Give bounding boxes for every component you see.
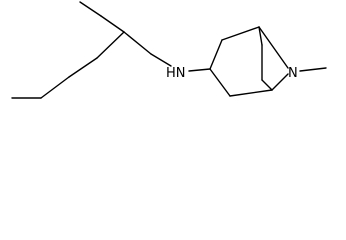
amine-nh-label: HN (166, 66, 186, 81)
bond-ethyl-ch2 (100, 15, 125, 33)
bond-c4-c5 (40, 76, 70, 99)
bond-branch-to-c3 (96, 31, 125, 59)
ethylhexyl-chain (11, 1, 172, 99)
bond-c3-c4 (209, 68, 231, 97)
bond-c1-to-nh (150, 53, 172, 67)
bond-c5-n8 (271, 73, 289, 91)
bond-ethyl-ch3 (79, 1, 102, 17)
bond-n-methyl (299, 67, 327, 72)
bond-c6-c5 (261, 79, 273, 91)
bond-c3-c2 (209, 39, 223, 70)
bridge-n-label: N (288, 66, 298, 81)
bond-c2-c1 (221, 26, 260, 41)
bond-c1-c7 (258, 26, 263, 46)
bond-branch-to-c1 (123, 31, 152, 55)
molecule-structure: HN N (11, 1, 327, 99)
bond-c1-n8 (258, 26, 289, 69)
azabicyclo-ring (209, 26, 289, 97)
bond-c4-c5 (229, 89, 273, 97)
bond-nh-to-ring (188, 68, 211, 72)
bond-c3-c4 (68, 57, 98, 78)
